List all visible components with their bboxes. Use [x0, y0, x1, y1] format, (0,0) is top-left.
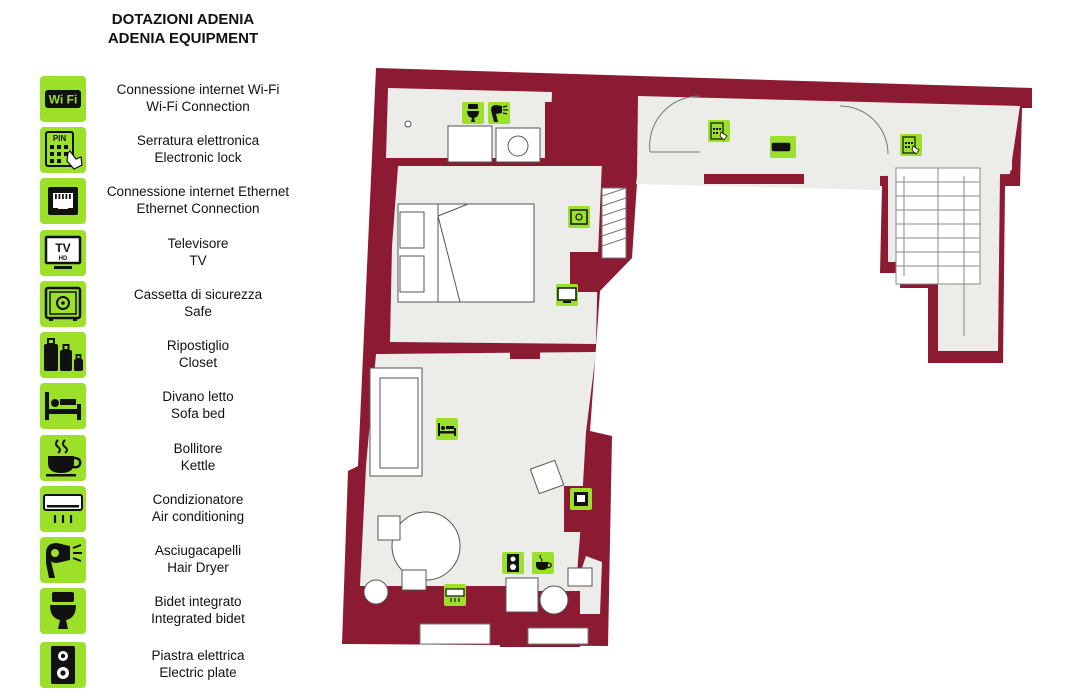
plan-electronic-lock-icon	[900, 134, 922, 156]
staircase	[895, 167, 981, 336]
plan-bidet-icon	[462, 102, 484, 124]
electric-plate-icon	[40, 642, 86, 688]
plan-wifi-icon	[770, 136, 796, 158]
kettle-icon	[40, 435, 86, 481]
air-conditioner-icon	[40, 486, 86, 532]
sofa-bed-icon	[40, 383, 86, 429]
tv-icon: TV HD	[40, 230, 86, 276]
plan-sofa-bed-icon	[436, 418, 458, 440]
door-swings	[649, 95, 889, 155]
plan-ethernet-icon	[570, 488, 592, 510]
ethernet-icon	[40, 178, 86, 224]
hair-dryer-icon	[40, 537, 86, 583]
title-english: ADENIA EQUIPMENT	[107, 30, 259, 47]
plan-hair-dryer-icon	[488, 102, 510, 124]
page-title: DOTAZIONI ADENIA ADENIA EQUIPMENT	[88, 10, 278, 48]
safe-icon	[40, 281, 86, 327]
plan-tv-icon	[556, 284, 578, 306]
plan-electric-plate-icon	[502, 552, 524, 574]
svg-text:Wi Fi: Wi Fi	[49, 93, 78, 107]
luggage-icon	[40, 332, 86, 378]
plan-electronic-lock-icon	[708, 120, 730, 142]
plan-air-conditioner-icon	[444, 584, 466, 606]
electronic-lock-icon: PIN	[40, 127, 86, 173]
bathroom-fixtures	[404, 120, 541, 163]
plan-safe-icon	[568, 206, 590, 228]
windows	[419, 623, 589, 645]
sofa	[369, 367, 423, 477]
plan-kettle-icon	[532, 552, 554, 574]
floor-plan-drawing	[342, 68, 1032, 647]
bed	[397, 203, 535, 303]
dining-table	[363, 459, 565, 605]
title-italian: DOTAZIONI ADENIA	[111, 11, 255, 28]
floor-plan	[340, 66, 1040, 661]
svg-text:TV: TV	[55, 241, 70, 255]
svg-text:HD: HD	[59, 256, 68, 262]
bidet-icon	[40, 588, 86, 634]
svg-text:PIN: PIN	[53, 134, 67, 143]
kitchen-fixtures	[505, 567, 593, 615]
wifi-icon: Wi Fi	[40, 76, 86, 122]
closet-slats	[601, 187, 627, 259]
